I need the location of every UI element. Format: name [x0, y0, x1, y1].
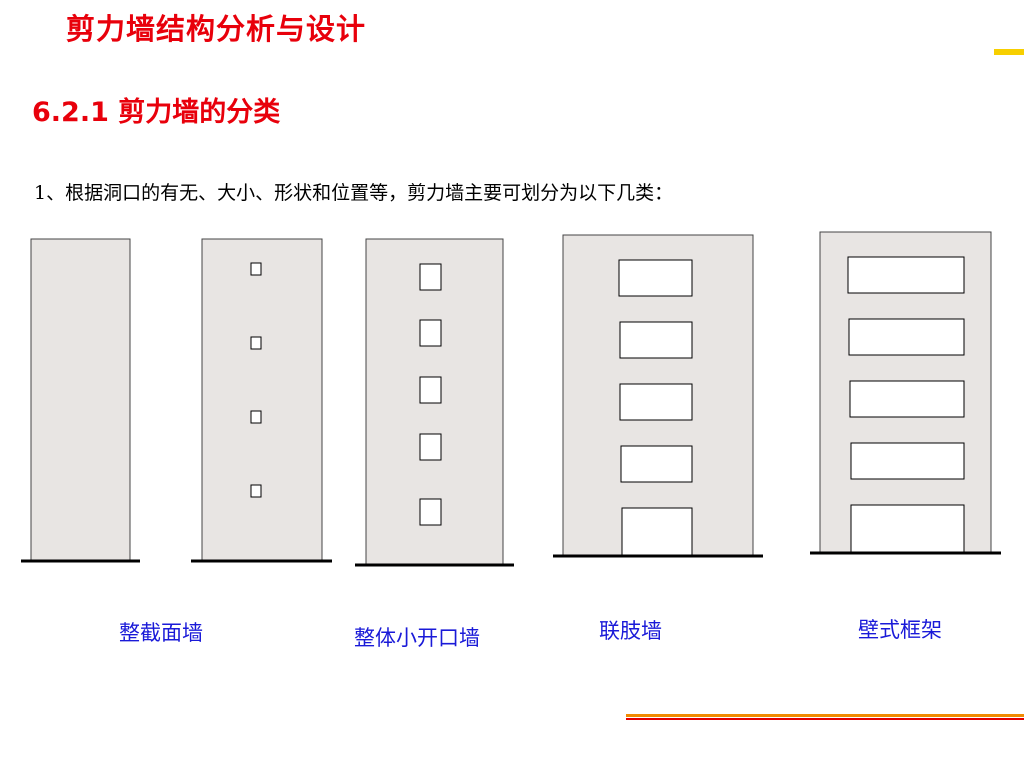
- bottom-rule-red: [626, 718, 1024, 720]
- wall-small-openings: [191, 238, 332, 563]
- wall-opening: [621, 507, 693, 556]
- bottom-rule-orange: [626, 714, 1024, 717]
- wall-opening: [619, 321, 693, 359]
- wall-body: [30, 238, 131, 561]
- wall-opening: [250, 410, 262, 424]
- label-wall-frame: 壁式框架: [858, 618, 942, 642]
- wall-opening: [619, 383, 693, 421]
- section-heading: 6.2.1 剪力墙的分类: [32, 97, 281, 128]
- wall-opening: [419, 498, 442, 526]
- page-title: 剪力墙结构分析与设计: [66, 12, 367, 46]
- wall-opening: [847, 256, 965, 294]
- wall-frame: [810, 231, 1001, 555]
- wall-opening: [419, 433, 442, 461]
- wall-opening: [848, 318, 965, 356]
- wall-body: [201, 238, 323, 561]
- wall-opening: [620, 445, 693, 483]
- wall-opening: [419, 263, 442, 291]
- wall-solid: [21, 238, 140, 563]
- wall-opening: [250, 336, 262, 350]
- wall-opening: [250, 484, 262, 498]
- wall-coupled: [553, 234, 763, 558]
- intro-text: 1、根据洞口的有无、大小、形状和位置等，剪力墙主要可划分为以下几类：: [34, 182, 674, 204]
- label-overall-small-opening-wall: 整体小开口墙: [354, 626, 480, 650]
- label-coupled-wall: 联肢墙: [599, 619, 662, 643]
- wall-opening: [849, 380, 965, 418]
- wall-opening: [850, 504, 965, 553]
- wall-overall-small-opening: [355, 238, 514, 567]
- label-solid-wall: 整截面墙: [119, 621, 203, 645]
- wall-opening: [419, 376, 442, 404]
- wall-opening: [419, 319, 442, 347]
- wall-opening: [250, 262, 262, 276]
- corner-accent-mark: [994, 49, 1024, 55]
- wall-opening: [618, 259, 693, 297]
- wall-opening: [850, 442, 965, 480]
